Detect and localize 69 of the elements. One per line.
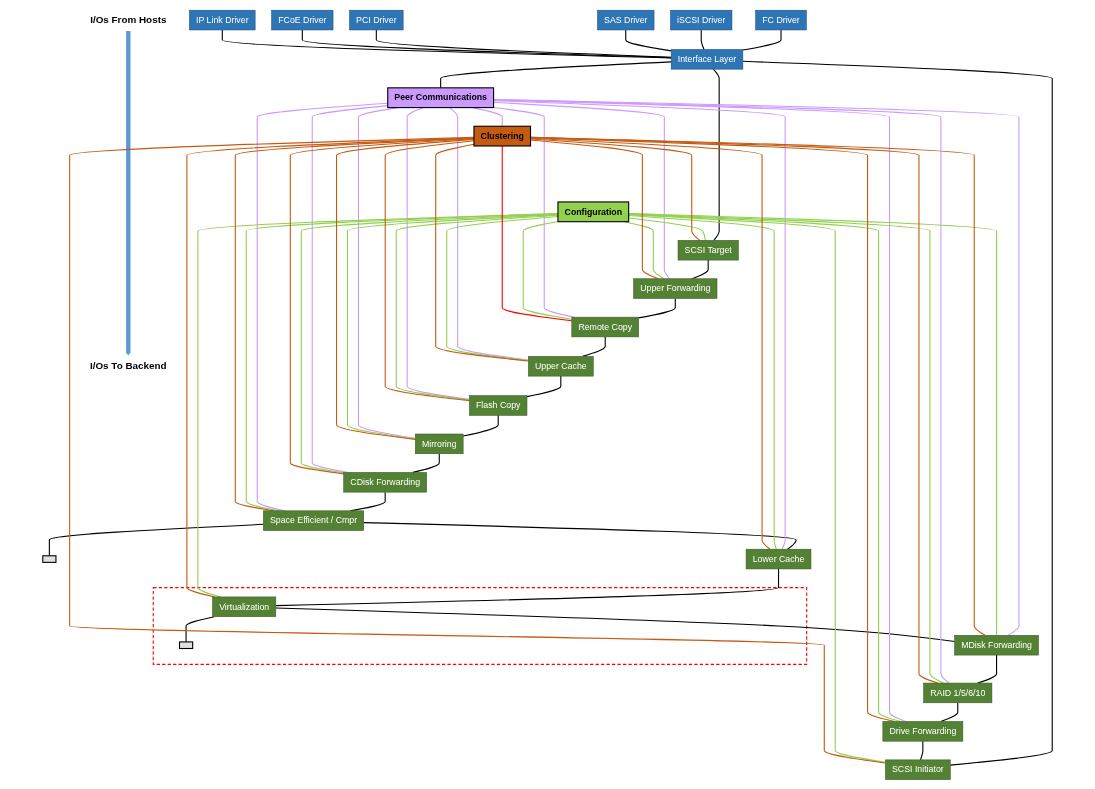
node-box: [178, 641, 194, 650]
node-text: I/Os From Hosts: [90, 14, 167, 26]
connector: [301, 29, 672, 59]
connector: [462, 414, 499, 437]
node-box: Configuration: [557, 201, 630, 223]
cluster: [152, 587, 808, 665]
connector: [742, 29, 782, 51]
arrow: [125, 30, 131, 356]
connector: [363, 522, 797, 550]
connector: [526, 375, 562, 398]
connector: [977, 654, 998, 684]
node-box: Interface Layer: [670, 49, 744, 70]
node-box: Lower Cache: [745, 548, 812, 570]
node-box: Space Efficient / Cmpr: [263, 510, 364, 531]
connector: [357, 107, 416, 439]
connector: [742, 60, 1053, 766]
node-box: Virtualization: [212, 596, 277, 617]
connector: [919, 740, 924, 761]
connector: [185, 616, 215, 643]
node-box: IP Link Driver: [189, 9, 256, 31]
connector: [712, 68, 720, 241]
node-box: Drive Forwarding: [882, 721, 964, 742]
connector: [940, 702, 959, 722]
node-box: Peer Communications: [387, 87, 495, 109]
node-box: SCSI Initiator: [885, 759, 951, 780]
node-box: MDisk Forwarding: [954, 635, 1039, 656]
connector: [448, 107, 529, 361]
connector: [440, 61, 672, 89]
node-box: SAS Driver: [597, 9, 655, 31]
connector: [275, 607, 956, 643]
connector: [256, 102, 389, 512]
node-box: Mirroring: [415, 433, 464, 455]
connector: [628, 217, 706, 241]
connector: [275, 568, 780, 607]
node-box: FC Driver: [755, 9, 807, 31]
node-box: SCSI Target: [677, 240, 739, 261]
connector: [625, 29, 672, 52]
connector: [69, 136, 886, 764]
connector: [406, 107, 470, 400]
connector: [638, 297, 676, 319]
connector: [628, 215, 777, 550]
connector: [628, 213, 944, 684]
node-box: [42, 555, 57, 563]
node-box: Remote Copy: [571, 316, 639, 338]
node-box: RAID 1/5/6/10: [923, 682, 993, 704]
node-box: iSCSI Driver: [670, 9, 733, 31]
node-box: FCoE Driver: [271, 9, 334, 31]
node-box: Upper Cache: [528, 356, 594, 377]
connector: [501, 145, 573, 322]
connector: [435, 143, 529, 362]
node-box: PCI Driver: [349, 9, 404, 31]
connector: [493, 98, 1020, 636]
connector: [48, 523, 264, 557]
node-box: Flash Copy: [469, 395, 528, 416]
connector: [530, 138, 701, 241]
connector: [493, 100, 786, 550]
node-box: Upper Forwarding: [633, 278, 718, 299]
connector: [628, 212, 998, 636]
connector: [493, 101, 671, 280]
node-text: I/Os To Backend: [89, 360, 167, 372]
connector: [522, 220, 573, 320]
connector: [311, 105, 389, 473]
node-box: Clustering: [473, 125, 532, 147]
connector: [375, 29, 672, 58]
node-box: CDisk Forwarding: [343, 472, 427, 493]
connector: [530, 139, 659, 280]
connector: [582, 336, 606, 357]
connector: [221, 29, 672, 59]
connector: [700, 29, 705, 50]
